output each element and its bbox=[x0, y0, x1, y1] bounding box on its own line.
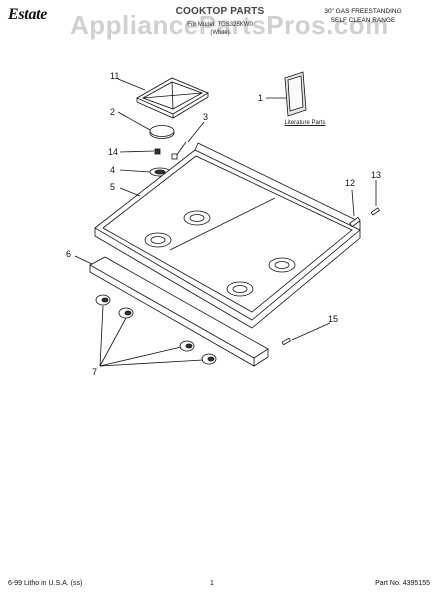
callout-12: 12 bbox=[345, 178, 355, 188]
burner-cap[interactable] bbox=[149, 125, 175, 139]
callout-6: 6 bbox=[66, 249, 71, 259]
burner-grate[interactable] bbox=[136, 77, 209, 119]
print-info: 6-99 Litho in U.S.A. (ss) bbox=[8, 580, 83, 587]
literature-parts-label: Literature Parts bbox=[284, 120, 326, 126]
knob-2 bbox=[118, 307, 134, 319]
callout-2: 2 bbox=[110, 107, 115, 117]
knob-1 bbox=[95, 294, 111, 306]
callout-11: 11 bbox=[110, 71, 119, 81]
control-panel[interactable] bbox=[89, 256, 269, 367]
burner-left-rear bbox=[183, 210, 211, 226]
callout-7: 7 bbox=[92, 367, 97, 377]
burner-right-front bbox=[226, 281, 254, 297]
orifice-screw[interactable] bbox=[154, 148, 161, 155]
igniter-electrode[interactable] bbox=[171, 141, 187, 160]
panel-screw[interactable] bbox=[281, 337, 292, 346]
page-title: COOKTOP PARTS bbox=[175, 6, 265, 17]
range-description-line1: 30" GAS FREESTANDING bbox=[324, 8, 402, 15]
callout-15: 15 bbox=[328, 314, 338, 324]
callout-13: 13 bbox=[371, 170, 381, 180]
burner-right-rear bbox=[268, 257, 296, 273]
hinge-pin[interactable] bbox=[349, 216, 361, 228]
control-knobs[interactable] bbox=[95, 294, 217, 365]
model-number: For Model: TGS325KW0 bbox=[187, 22, 253, 28]
callout-5: 5 bbox=[110, 182, 115, 192]
brand-logo: Estate bbox=[8, 6, 48, 23]
literature-part[interactable] bbox=[284, 71, 307, 117]
page-number: 1 bbox=[210, 580, 214, 587]
watermark: AppliancePartsPros.com bbox=[70, 10, 389, 40]
callout-4: 4 bbox=[110, 165, 115, 175]
callout-1: 1 bbox=[258, 93, 263, 103]
hinge-screw[interactable] bbox=[370, 207, 380, 216]
part-number: Part No. 4395155 bbox=[375, 580, 430, 587]
color-note: (White) bbox=[210, 30, 230, 36]
callout-14: 14 bbox=[108, 147, 118, 157]
range-description-line2: SELF CLEAN RANGE bbox=[330, 17, 396, 24]
knob-3 bbox=[179, 340, 195, 352]
burner-left-front bbox=[144, 232, 172, 248]
callout-3: 3 bbox=[203, 112, 208, 122]
cooktop-panel[interactable] bbox=[94, 142, 361, 329]
knob-4 bbox=[201, 353, 217, 365]
